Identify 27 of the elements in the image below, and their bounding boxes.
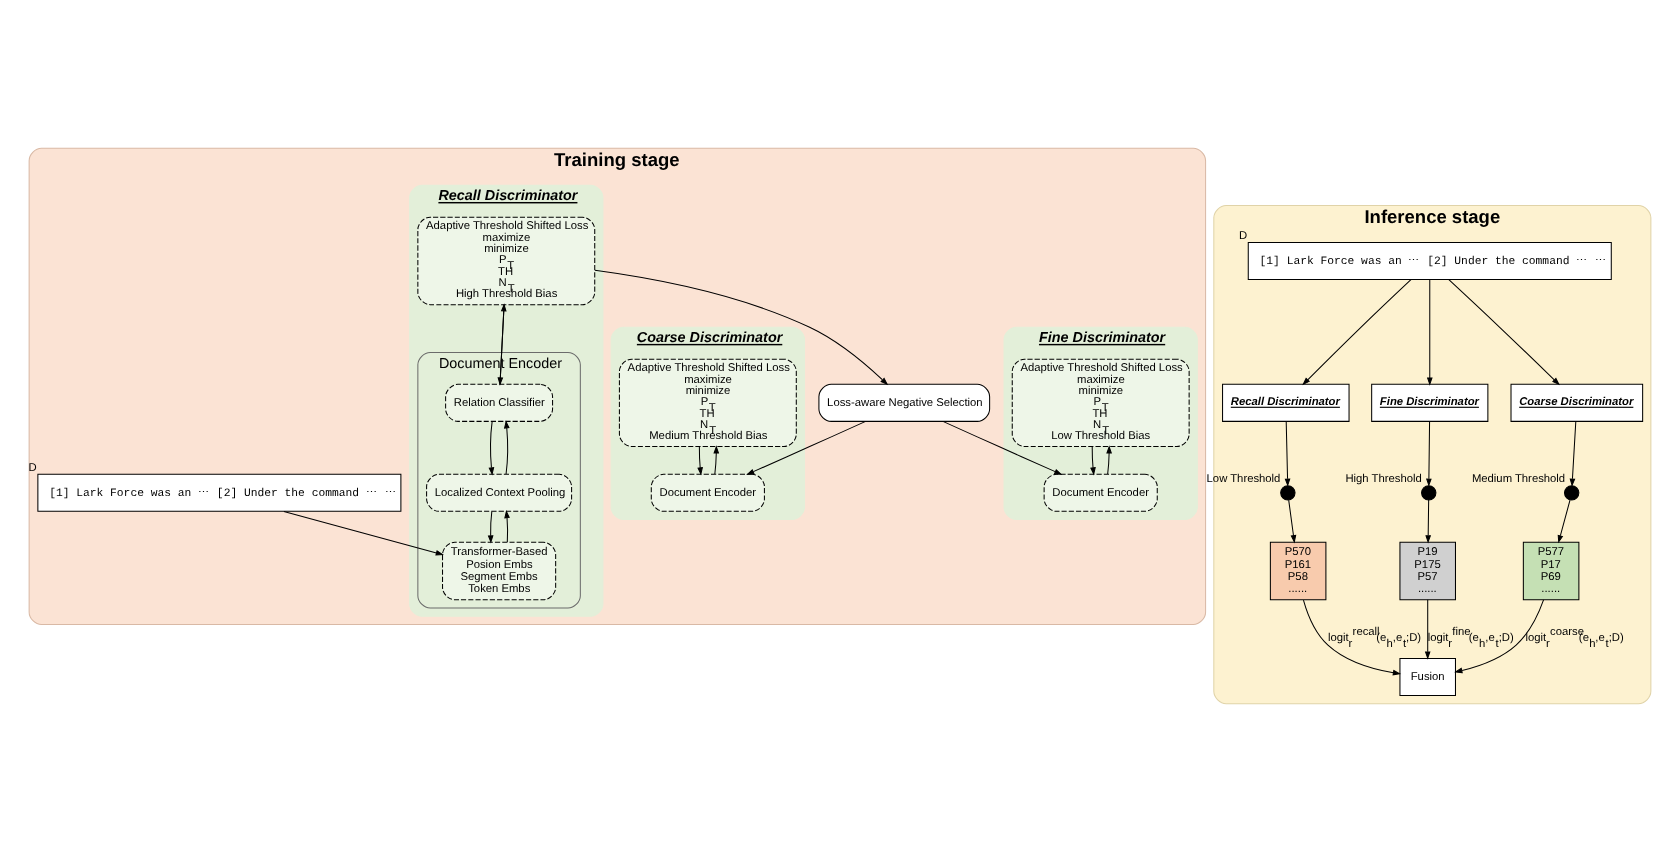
- arrow: [487, 510, 494, 543]
- arrow: [942, 419, 1063, 474]
- arrow: [488, 420, 495, 475]
- arrow: [1302, 598, 1402, 675]
- arrow: [1426, 278, 1433, 385]
- arrow: [1302, 278, 1412, 385]
- arrow: [1569, 420, 1577, 486]
- node-circle: [1421, 484, 1437, 500]
- arrow: [1424, 598, 1431, 659]
- arrow: [697, 445, 703, 475]
- arrow: [1448, 278, 1560, 385]
- arrow: [1426, 420, 1432, 486]
- arrow: [1557, 498, 1571, 543]
- arrow: [503, 419, 510, 474]
- arrow: [1090, 445, 1096, 475]
- node-circle: [1563, 484, 1580, 500]
- arrow: [1288, 498, 1297, 543]
- arrow: [1425, 498, 1432, 543]
- arrow: [713, 444, 720, 474]
- arrow: [1454, 598, 1545, 673]
- arrow: [594, 268, 889, 385]
- node-circle: [1280, 484, 1296, 500]
- arrow: [746, 419, 867, 474]
- arrow: [1284, 420, 1291, 486]
- arrow: [504, 508, 510, 542]
- arrow: [1106, 444, 1112, 474]
- arrow: [283, 509, 444, 555]
